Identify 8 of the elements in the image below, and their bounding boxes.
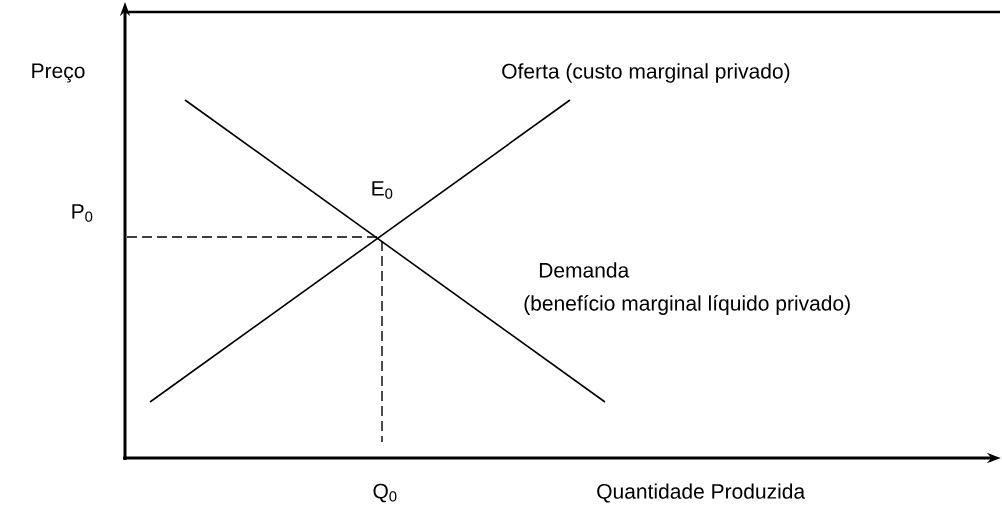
axis-label: Preço xyxy=(32,63,85,83)
point-label: E$_{0}$ xyxy=(372,181,393,199)
curve-label: Demanda xyxy=(539,262,630,278)
curve-label: (benefício marginal líquido privado) xyxy=(524,295,850,315)
point-label: P$_{0}$ xyxy=(72,204,93,222)
point-label: Q$_{0}$ xyxy=(373,483,397,503)
curve-label: Oferta (custo marginal privado) xyxy=(502,63,790,83)
axis-label: Quantidade Produzida xyxy=(597,483,806,503)
